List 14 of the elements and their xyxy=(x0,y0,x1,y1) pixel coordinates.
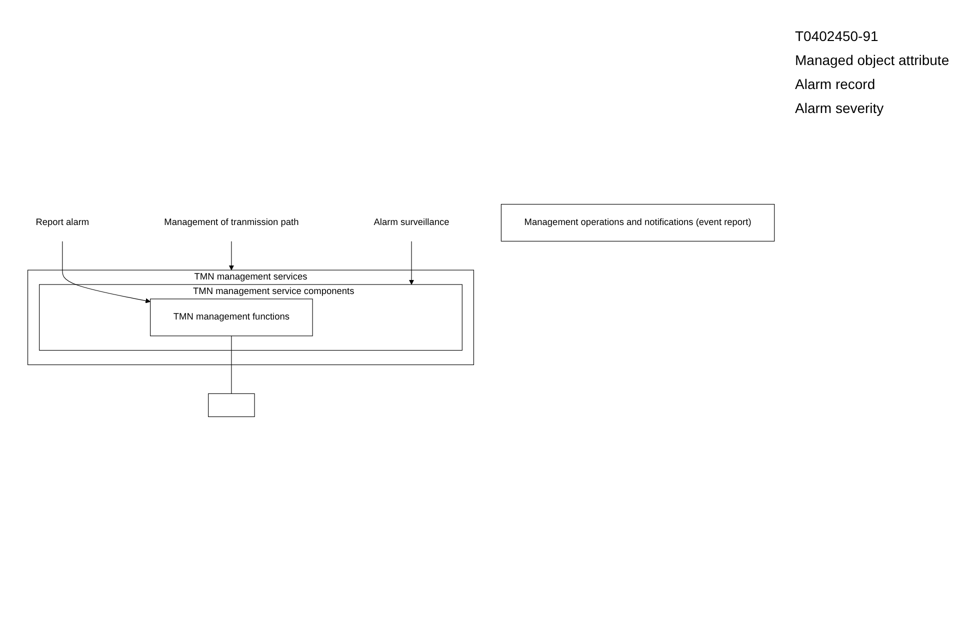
node-text: Management of tranmission path xyxy=(164,218,299,228)
node-text: Alarm surveillance xyxy=(374,218,450,228)
note-label: Alarm severity xyxy=(795,100,885,116)
node-text: Report alarm xyxy=(36,218,90,228)
arrow xyxy=(228,240,234,270)
note-label: Managed object attribute xyxy=(795,52,950,68)
connector xyxy=(231,336,232,394)
arrow xyxy=(408,240,414,285)
node-box: TMN management functions xyxy=(150,298,313,336)
arrow xyxy=(62,240,151,304)
note-label: T0402450-91 xyxy=(795,28,880,44)
node-box: Management operations and notifications (event report) xyxy=(500,204,775,242)
node-box xyxy=(208,393,255,418)
note-label: Alarm record xyxy=(795,76,876,92)
